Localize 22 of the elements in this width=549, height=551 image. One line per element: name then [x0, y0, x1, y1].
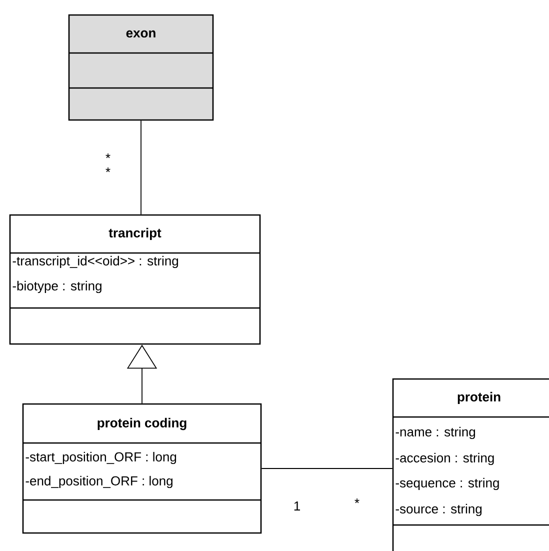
- class-box: [68, 14, 214, 121]
- class-name: protein coding: [98, 418, 186, 430]
- class-box: [9, 214, 261, 345]
- class-box: [392, 378, 549, 551]
- multiplicity-label: 1: [294, 502, 300, 510]
- multiplicity-label: *: [106, 168, 110, 172]
- attribute-text: -accesion : string: [396, 452, 494, 466]
- attribute-text: -transcript_id<<oid>> : string: [12, 256, 178, 268]
- attribute-text: -source : string: [396, 504, 482, 516]
- multiplicity-label: *: [354, 498, 360, 504]
- attribute-text: -sequence : string: [396, 478, 499, 490]
- attribute-text: -biotype : string: [12, 280, 102, 294]
- association-line: [261, 468, 393, 469]
- multiplicity-label: *: [106, 154, 110, 158]
- attribute-text: -end_position_ORF : long: [26, 476, 172, 488]
- class-name: trancript: [108, 228, 162, 240]
- class-name: exon: [126, 30, 156, 38]
- class-name: protein: [458, 392, 500, 404]
- class-box: [22, 403, 262, 534]
- attribute-text: -start_position_ORF : long: [26, 452, 176, 464]
- association-line: [140, 120, 142, 215]
- attribute-text: -name : string: [396, 426, 476, 440]
